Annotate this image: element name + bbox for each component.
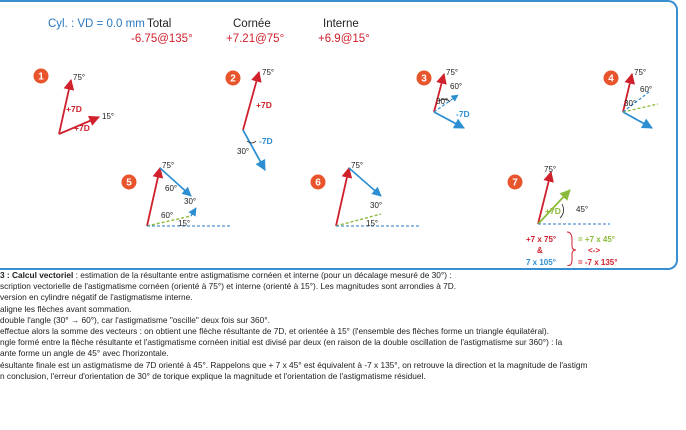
angle-arc <box>246 140 257 144</box>
internal-label: Interne <box>323 18 359 30</box>
step-badge <box>33 68 49 84</box>
dashed-sum-vector <box>335 213 382 227</box>
diagram-frame <box>0 0 678 270</box>
angle-label: 15° <box>366 219 378 228</box>
rotated-vector <box>188 207 197 217</box>
angle-arc <box>438 98 451 103</box>
step-7: 7 75° +7D 45° +7 x 75° & 7 x 105° = +7 x… <box>507 165 617 266</box>
caption-line: double l'angle (30° → 60°), car l'astigm… <box>0 314 270 325</box>
caption-line: 3 : Calcul vectoriel : estimation de la … <box>0 270 686 281</box>
caption-line: n conclusion, l'erreur d'orientation de … <box>0 370 426 381</box>
angle-label: 75° <box>351 161 363 170</box>
step-4: 4 75° 60° 30° <box>603 68 659 129</box>
equation-right-top: = +7 x 45° <box>578 235 615 244</box>
angle-label: 75° <box>446 68 458 77</box>
equation-left-top: +7 x 75° <box>526 235 556 244</box>
step-badge <box>603 70 619 86</box>
caption-line: effectue alors la somme des vecteurs : o… <box>0 326 549 337</box>
cornea-label: Cornée <box>233 18 271 30</box>
step-1: 1 75° +7D 15° +7D <box>33 68 114 135</box>
internal-negative-vector <box>348 167 382 197</box>
vector-diagram: 1 75° +7D 15° +7D 2 75° +7D 30° -7D 3 75… <box>33 68 659 266</box>
angle-label: 60° <box>640 85 652 94</box>
cornea-vector <box>622 72 636 113</box>
magnitude-label: -7D <box>456 109 470 119</box>
step-number: 1 <box>38 72 44 83</box>
cornea-vector <box>146 166 164 227</box>
caption-intro: : estimation de la résultante entre asti… <box>73 270 452 280</box>
figure-caption: 3 : Calcul vectoriel : estimation de la … <box>0 270 686 382</box>
internal-negative-vector <box>159 167 192 197</box>
magnitude-label: +7D <box>74 123 90 133</box>
angle-label: 75° <box>544 165 556 174</box>
cornea-vector <box>242 70 262 131</box>
internal-value: +6.9@15° <box>318 33 370 45</box>
result-vector <box>537 189 571 225</box>
angle-label: 75° <box>262 68 274 77</box>
caption-line: version en cylindre négatif de l'astigma… <box>0 292 193 303</box>
angle-label: 45° <box>576 205 588 214</box>
angle-label: 60° <box>161 211 173 220</box>
angle-label: 30° <box>624 99 636 108</box>
angle-arc <box>559 203 564 219</box>
angle-label: 75° <box>162 161 174 170</box>
magnitude-label: +7D <box>545 206 561 216</box>
caption-line: aligne les flèches avant sommation. <box>0 303 132 314</box>
dashed-sum-vector <box>146 215 192 227</box>
cornea-vector <box>433 72 447 113</box>
cornea-vector <box>58 78 75 135</box>
step-number: 3 <box>421 74 427 85</box>
internal-negative-vector <box>242 129 266 171</box>
step-number: 4 <box>608 74 614 85</box>
magnitude-label: +7D <box>256 100 272 110</box>
angle-label: 30° <box>436 97 448 106</box>
step-badge <box>121 174 137 190</box>
equation-amp: & <box>537 246 543 255</box>
magnitude-label: +7D <box>66 104 82 114</box>
equation-arrow: <-> <box>588 246 600 255</box>
caption-line: ngle formé entre la flèche résultante et… <box>0 337 563 348</box>
internal-negative-vector <box>433 111 465 129</box>
caption-line: ante forme un angle de 45° avec l'horizo… <box>0 348 169 359</box>
caption-line: ésultante finale est un astigmatisme de … <box>0 359 588 370</box>
step-number: 5 <box>126 178 132 189</box>
step-5: 5 75° 60° 30° 60° 15° <box>121 161 230 228</box>
equation-right-bottom: = -7 x 135° <box>578 258 617 266</box>
internal-vector <box>58 115 100 135</box>
step-2: 2 75° +7D 30° -7D <box>225 68 274 171</box>
equation-left-bottom: 7 x 105° <box>526 258 556 266</box>
cornea-vector <box>335 166 353 227</box>
angle-label: 30° <box>184 197 196 206</box>
step-3: 3 75° 60° 30° -7D <box>416 68 470 129</box>
bracket <box>566 231 577 266</box>
magnitude-label: -7D <box>259 136 273 146</box>
step-badge <box>225 70 241 86</box>
step-badge <box>507 174 523 190</box>
angle-label: 15° <box>102 112 114 121</box>
total-label: Total <box>147 18 172 30</box>
rotated-vector <box>622 91 650 113</box>
angle-label: 75° <box>634 68 646 77</box>
caption-line: scription vectorielle de l'astigmatisme … <box>0 281 457 292</box>
cornea-vector <box>537 170 554 225</box>
dashed-sum-vector <box>622 103 659 113</box>
angle-label: 30° <box>370 201 382 210</box>
angle-label: 60° <box>165 184 177 193</box>
step-number: 7 <box>512 178 518 189</box>
cornea-value: +7.21@75° <box>226 33 285 45</box>
step-badge <box>310 174 326 190</box>
step-number: 2 <box>230 74 236 85</box>
step-badge <box>416 70 432 86</box>
step-6: 6 75° 30° 15° <box>310 161 420 228</box>
angle-label: 75° <box>73 73 85 82</box>
internal-negative-vector <box>622 111 653 129</box>
angle-label: 15° <box>178 219 190 228</box>
caption-title: 3 : Calcul vectoriel <box>0 270 74 280</box>
total-value: -6.75@135° <box>131 33 193 45</box>
angle-label: 60° <box>450 82 462 91</box>
angle-label: 30° <box>237 147 249 156</box>
cyl-label: Cyl. : VD = 0.0 mm <box>48 18 145 30</box>
step-number: 6 <box>315 178 321 189</box>
